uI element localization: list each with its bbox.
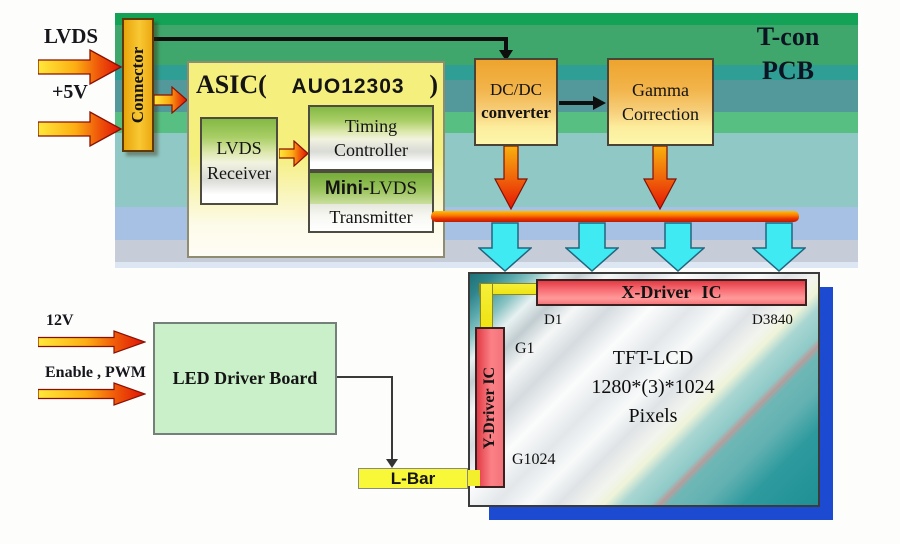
mini-lvds-transmitter-box: Mini-LVDS Transmitter	[308, 171, 434, 233]
v12-input-label: 12V	[46, 312, 74, 329]
gamma-line2: Correction	[622, 104, 699, 124]
led-to-lbar-line-horizontal	[337, 376, 393, 378]
tcon-label-line2: PCB	[762, 55, 814, 85]
x-driver-ic-bar: X-Driver IC	[536, 279, 807, 306]
enable-pwm-input-arrow-icon	[38, 382, 146, 406]
dcdc-converter-box: DC/DC converter	[474, 58, 558, 146]
mini-lvds-lvds-text: LVDS	[369, 177, 418, 199]
dcdc-to-gamma-line	[559, 101, 595, 105]
lvds-input-arrow-icon	[38, 49, 122, 85]
panel-resolution-text: TFT-LCD 1280*(3)*1024 Pixels	[522, 344, 784, 431]
timing-controller-line1: Timing	[344, 115, 398, 136]
y-driver-label: Y-Driver IC	[481, 366, 498, 449]
dcdc-line2: converter	[481, 103, 551, 122]
connector-box: Connector	[122, 18, 154, 152]
transmitter-label: Transmitter	[310, 204, 432, 231]
gamma-line1: Gamma	[632, 79, 689, 100]
lvds-receiver-line2: Receiver	[207, 163, 271, 183]
arrowhead-down-small-icon	[386, 459, 398, 468]
lbar-to-ydriver-strip	[464, 470, 480, 486]
pin-label-d1: D1	[544, 312, 563, 328]
mini-lvds-band: Mini-LVDS	[310, 173, 432, 204]
connector-to-dcdc-line-vertical	[504, 37, 508, 52]
lvds-receiver-line1: LVDS	[216, 137, 262, 158]
dcdc-to-bus-arrow-icon	[494, 146, 528, 210]
gamma-to-bus-arrow-icon	[643, 146, 677, 210]
plus5v-input-label: +5V	[52, 81, 88, 103]
lbar-label: L-Bar	[390, 468, 436, 488]
asic-chip-name: AUO12303	[291, 75, 405, 98]
enable-pwm-input-label: Enable , PWM	[45, 364, 146, 381]
bus-to-panel-arrow-icon	[565, 222, 619, 272]
bus-to-panel-arrow-icon	[651, 222, 705, 272]
asic-title-prefix: ASIC(	[196, 70, 267, 99]
panel-center-line3: Pixels	[628, 405, 678, 427]
v12-input-arrow-icon	[38, 330, 146, 354]
mini-lvds-signal-bus-bar	[431, 211, 799, 222]
led-to-lbar-line-vertical	[391, 376, 393, 459]
tcon-pcb-label: T-con PCB	[736, 20, 840, 88]
timing-controller-box: Timing Controller	[308, 105, 434, 171]
connector-label: Connector	[128, 46, 148, 124]
timing-controller-line2: Controller	[334, 140, 408, 160]
tcon-label-line1: T-con	[756, 22, 820, 51]
bus-to-panel-arrow-icon	[752, 222, 806, 272]
plus5v-input-arrow-icon	[38, 111, 122, 147]
lbar-box: L-Bar	[358, 468, 468, 489]
receiver-to-timing-arrow-icon	[279, 140, 309, 167]
pin-label-g1: G1	[515, 340, 535, 357]
ydriver-yellow-connector	[480, 283, 493, 329]
led-driver-board-box: LED Driver Board	[153, 322, 337, 435]
panel-center-line1: TFT-LCD	[612, 347, 694, 369]
mini-lvds-mini-text: Mini-	[324, 177, 370, 199]
x-driver-label: X-Driver IC	[621, 282, 722, 302]
lvds-receiver-box: LVDS Receiver	[200, 117, 278, 205]
arrowhead-down-icon	[499, 50, 513, 61]
bus-to-panel-arrow-icon	[478, 222, 532, 272]
connector-to-asic-arrow-icon	[154, 86, 188, 114]
gamma-correction-box: Gamma Correction	[607, 58, 714, 146]
pin-label-d3840: D3840	[752, 312, 793, 328]
asic-title: ASIC( AUO12303 )	[196, 70, 438, 100]
y-driver-ic-bar: Y-Driver IC	[475, 327, 505, 488]
pin-label-g1024: G1024	[512, 451, 556, 468]
lvds-input-label: LVDS	[44, 24, 99, 48]
connector-to-dcdc-line-horizontal	[153, 37, 508, 41]
led-driver-board-label: LED Driver Board	[172, 368, 318, 388]
panel-center-line2: 1280*(3)*1024	[591, 376, 715, 398]
tft-lcd-panel	[468, 272, 820, 507]
dcdc-line1: DC/DC	[490, 80, 542, 100]
arrowhead-right-icon	[593, 96, 606, 110]
asic-title-suffix: )	[429, 70, 438, 99]
